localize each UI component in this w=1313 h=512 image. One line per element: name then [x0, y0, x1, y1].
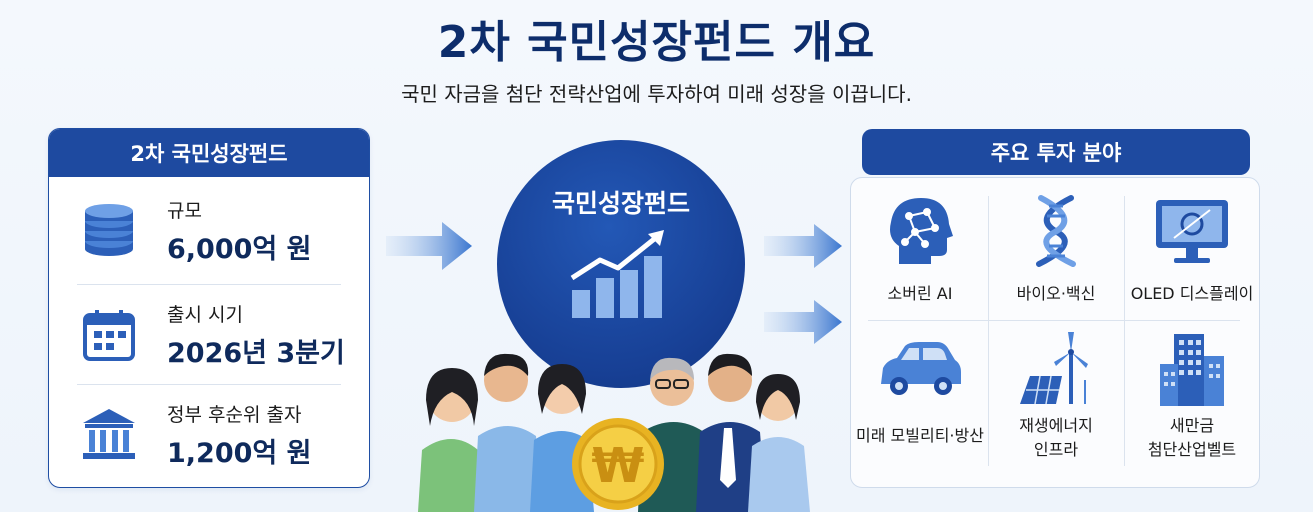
people-group-illustration: ₩: [418, 353, 810, 512]
fund-circle-title: 국민성장펀드: [551, 189, 690, 218]
won-coin-icon: ₩: [572, 418, 664, 510]
sector-label: 재생에너지 인프라: [988, 414, 1124, 462]
investment-sectors-header: 주요 투자 분야: [862, 129, 1250, 175]
stat-label: 출시 시기: [167, 304, 243, 326]
sector-label-line1: 새만금: [1169, 416, 1215, 435]
dna-icon: [1036, 195, 1076, 267]
sector-label: 바이오·백신: [1016, 284, 1096, 303]
sector-label: 소버린 AI: [887, 284, 953, 303]
sector-saemangeum: 새만금 첨단산업벨트: [1124, 330, 1260, 462]
sector-future-mobility: 미래 모빌리티·방산: [852, 336, 988, 448]
stat-value: 6,000억 원: [167, 234, 312, 265]
arrow-right-icon: [764, 300, 842, 344]
government-building-icon: [83, 409, 135, 459]
sector-label: OLED 디스플레이: [1130, 284, 1254, 303]
coin-stack-icon: [85, 204, 133, 256]
growth-chart-icon: [570, 230, 664, 318]
svg-text:₩: ₩: [592, 438, 645, 494]
stat-row-government: 정부 후순위 출자 1,200억 원: [49, 385, 369, 485]
sector-oled-display: OLED 디스플레이: [1124, 194, 1260, 306]
sector-sovereign-ai: 소버린 AI: [852, 194, 988, 306]
stat-label: 정부 후순위 출자: [167, 404, 302, 426]
fund-summary-header: 2차 국민성장펀드: [49, 129, 369, 177]
sector-bio-vaccine: 바이오·백신: [988, 194, 1124, 306]
sector-label: 미래 모빌리티·방산: [856, 426, 984, 445]
wind-solar-icon: [1020, 332, 1088, 405]
car-icon: [881, 342, 961, 395]
divider: [868, 320, 1240, 321]
sector-renewable-energy: 재생에너지 인프라: [988, 330, 1124, 462]
stat-value: 2026년 3분기: [167, 338, 345, 369]
page-subtitle: 국민 자금을 첨단 전략산업에 투자하여 미래 성장을 이끕니다.: [401, 82, 912, 106]
sector-label-line1: 재생에너지: [1019, 416, 1093, 435]
stat-row-size: 규모 6,000억 원: [49, 181, 369, 281]
arrow-right-icon: [386, 222, 472, 270]
calendar-icon: [83, 310, 135, 361]
stat-row-launch: 출시 시기 2026년 3분기: [49, 285, 369, 385]
stat-value: 1,200억 원: [167, 438, 312, 469]
divider: [77, 384, 341, 385]
buildings-icon: [1160, 334, 1224, 406]
divider: [988, 196, 989, 466]
display-monitor-icon: [1156, 200, 1228, 263]
page-title: 2차 국민성장펀드 개요: [437, 17, 876, 68]
divider: [77, 284, 341, 285]
divider: [1124, 196, 1125, 466]
arrow-right-icon: [764, 224, 842, 268]
sector-label: 새만금 첨단산업벨트: [1124, 414, 1260, 462]
stat-label: 규모: [167, 200, 202, 222]
fund-summary-card: 2차 국민성장펀드 규모 6,000억 원: [48, 128, 370, 488]
sector-label-line2: 인프라: [1033, 440, 1079, 459]
ai-head-icon: [890, 198, 953, 264]
sector-label-line2: 첨단산업벨트: [1147, 440, 1237, 459]
